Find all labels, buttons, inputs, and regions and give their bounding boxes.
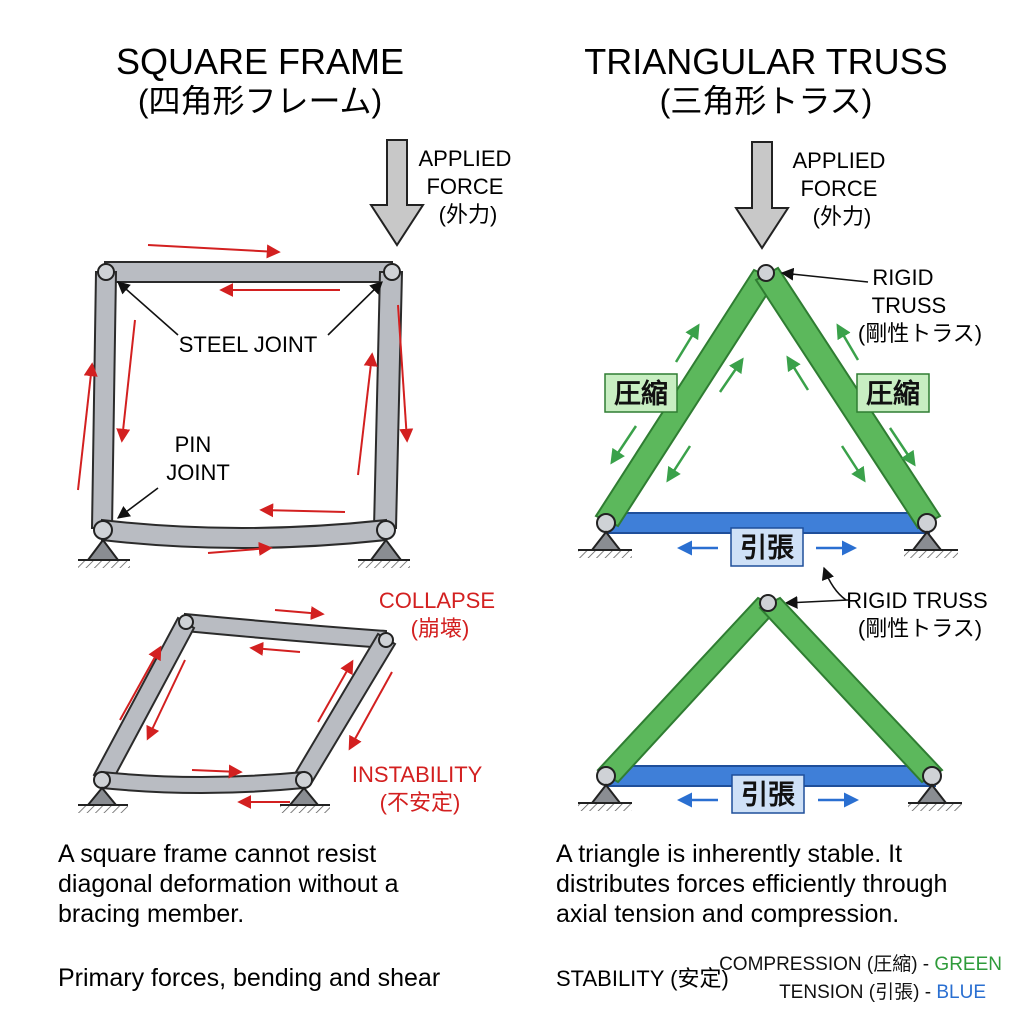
support-left-2 [78,786,128,813]
compression-arrows [610,323,916,483]
collapsed-top-member [184,612,387,650]
support-truss-right-2 [908,783,962,811]
left-caption: A square frame cannot resist diagonal de… [58,840,405,928]
pin-joint-top-right [383,263,401,281]
tension-tag-lower: 引張 [731,774,805,814]
tension-tag-upper: 引張 [730,527,804,567]
collapsed-bottom-member [101,770,305,794]
pin-joint-label: PIN JOINT [166,432,230,485]
left-title-jp: (四角形フレーム) [138,83,382,119]
svg-text:圧縮: 圧縮 [614,378,668,409]
legend-compression: COMPRESSION (圧縮) - GREEN [719,953,1002,975]
support-right-1 [358,538,410,568]
right-title-jp: (三角形トラス) [660,83,873,119]
compression-member-left-lower [596,596,780,784]
right-title: TRIANGULAR TRUSS [584,41,947,82]
rigid-truss-label-1: RIGID TRUSS (剛性トラス) [858,265,982,346]
support-left-1 [78,538,130,568]
support-truss-left-1 [578,530,632,558]
svg-text:引張: 引張 [741,780,796,810]
right-caption: A triangle is inherently stable. It dist… [556,840,954,928]
applied-force-label-left: APPLIED FORCE (外力) [418,146,517,227]
frame-top-member [104,261,393,283]
pin-joint-bottom-left [93,520,113,540]
square-frame [90,261,404,549]
pin-joint-bottom-right [376,520,396,540]
applied-force-arrow-left [369,139,425,247]
rigid-truss-pointer-1 [780,267,869,283]
support-right-2 [280,786,330,813]
apex-joint-upper [757,264,775,282]
svg-text:引張: 引張 [740,533,795,563]
shear-arrows-frame [77,244,414,556]
upper-truss [594,264,942,534]
left-footer: Primary forces, bending and shear [58,964,440,992]
collapsed-right-member [294,632,397,784]
rigid-truss-pointer-3 [821,566,847,601]
applied-force-label-right: APPLIED FORCE (外力) [792,148,891,229]
frame-left-member [90,271,118,529]
compression-tag-left: 圧縮 [604,373,678,413]
right-footer: STABILITY (安定) [556,966,729,991]
pin-joint-top-left [97,263,115,281]
applied-force-arrow-right [734,141,790,250]
frame-bottom-member [101,518,387,549]
compression-tag-right: 圧縮 [856,373,930,413]
steel-joint-label: STEEL JOINT [179,332,318,357]
legend-tension: TENSION (引張) - BLUE [779,981,986,1003]
rigid-truss-label-2: RIGID TRUSS (剛性トラス) [846,588,994,641]
frame-joints [93,263,401,540]
pin-joint-pointer [116,487,159,519]
left-title: SQUARE FRAME [116,41,404,82]
support-truss-left-2 [578,783,632,811]
collapse-label: COLLAPSE (崩壊) [379,588,501,641]
steel-joint-pointers [117,281,383,336]
collapse-arrows [119,606,393,809]
collapsed-left-member [92,616,196,787]
svg-text:圧縮: 圧縮 [866,378,920,409]
support-truss-right-1 [904,530,958,558]
rigid-truss-pointer-2 [784,596,849,609]
instability-label: INSTABILITY (不安定) [352,762,488,815]
collapsed-joints [93,614,394,789]
collapsed-frame [92,612,397,794]
